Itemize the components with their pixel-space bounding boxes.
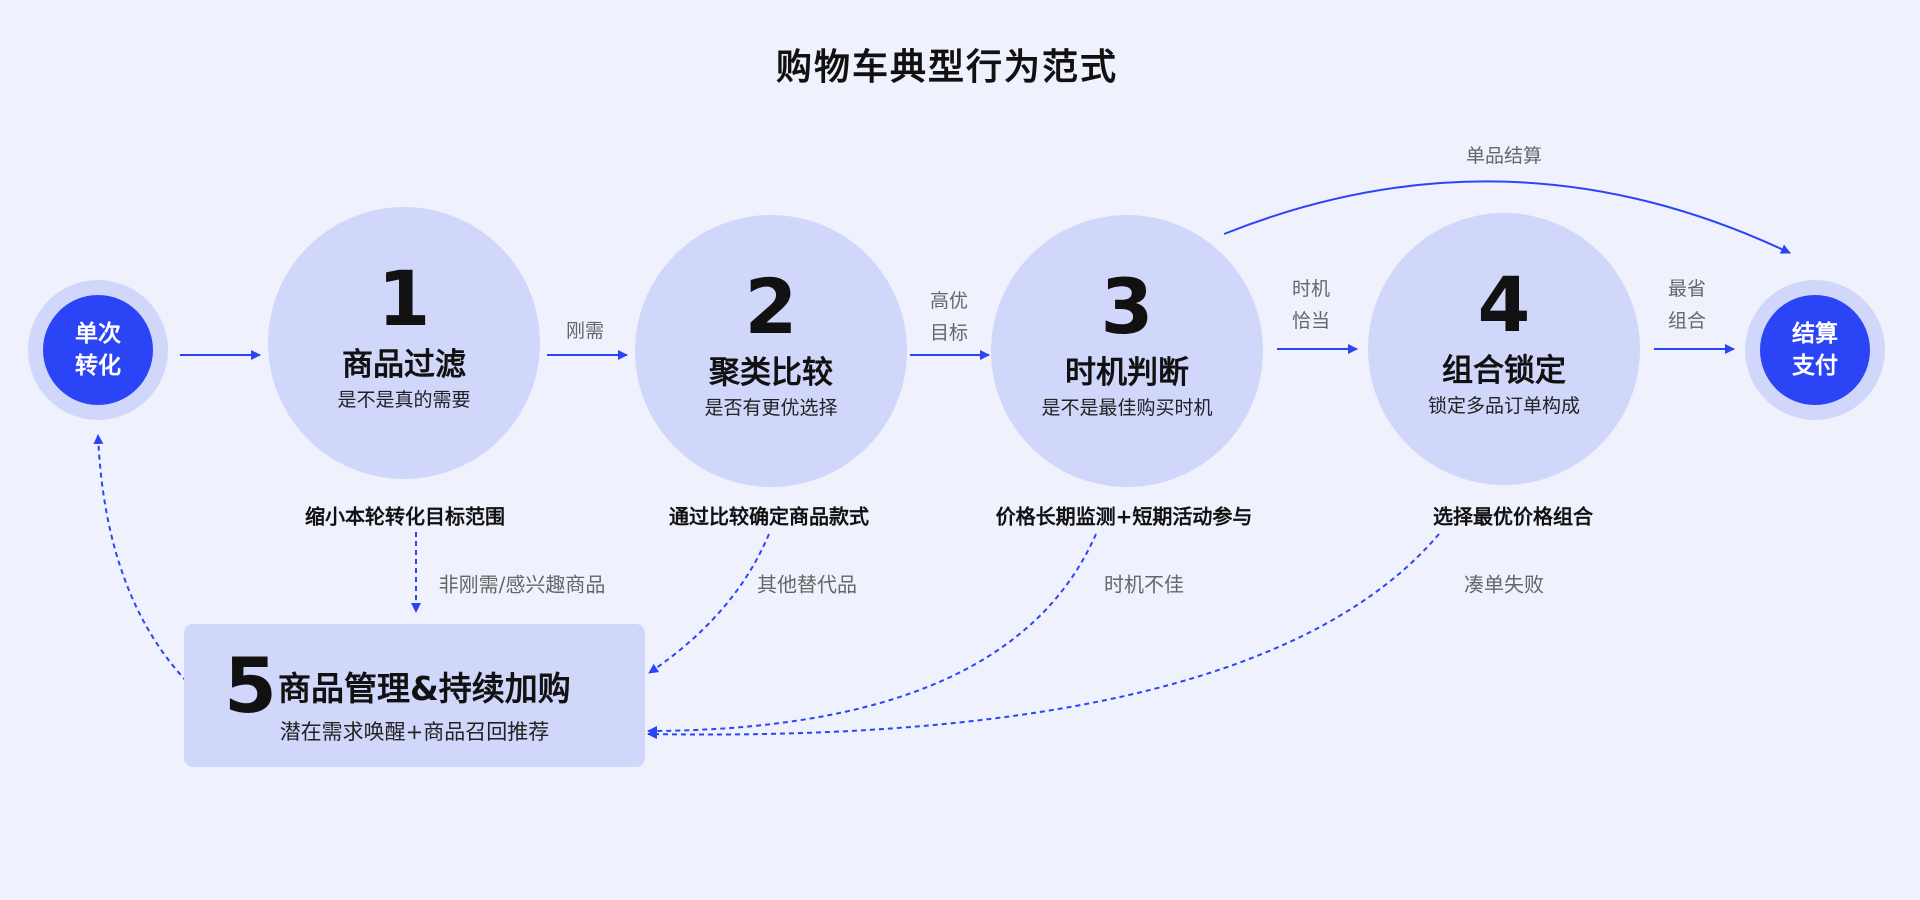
step-1-fallback: 非刚需/感兴趣商品	[438, 572, 606, 597]
step-4-node: 4 组合锁定 锁定多品订单构成	[1368, 213, 1640, 485]
arrow-skip-to-end	[1223, 180, 1791, 254]
step-number: 1	[377, 254, 431, 343]
start-node-line2: 转化	[75, 353, 121, 379]
step-2-node: 2 聚类比较 是否有更优选择	[635, 215, 907, 487]
step-subtitle: 是不是最佳购买时机	[1041, 397, 1213, 419]
step-title: 商品管理&持续加购	[278, 669, 571, 708]
step-number: 2	[744, 262, 798, 351]
edge-label-line: 最省	[1667, 278, 1707, 300]
step-subtitle: 是不是真的需要	[337, 389, 471, 411]
step-number: 5	[224, 641, 277, 730]
step-title: 组合锁定	[1442, 353, 1566, 389]
step-number: 4	[1477, 260, 1531, 349]
step-3-fallback: 时机不佳	[1104, 572, 1184, 597]
step-2-fallback: 其他替代品	[757, 572, 857, 597]
step-number: 3	[1100, 262, 1154, 351]
end-node: 结算支付	[1745, 280, 1885, 420]
step-5-box: 5 商品管理&持续加购 潜在需求唤醒+商品召回推荐	[184, 624, 645, 767]
step-4-fallback: 凑单失败	[1464, 572, 1544, 597]
step-1-outcome: 缩小本轮转化目标范围	[305, 504, 505, 529]
step-title: 商品过滤	[342, 347, 466, 383]
step-3-node: 3 时机判断 是不是最佳购买时机	[991, 215, 1263, 487]
edge-label-line: 目标	[929, 322, 969, 344]
start-node: 单次转化	[28, 280, 168, 420]
step-3-outcome: 价格长期监测+短期活动参与	[995, 504, 1253, 529]
edge-label-skip: 单品结算	[1465, 145, 1543, 167]
end-node-line2: 支付	[1792, 353, 1838, 379]
edge-label-2-3: 高优目标	[930, 285, 968, 349]
step-title: 聚类比较	[709, 355, 833, 391]
dash-2-to-5	[648, 533, 770, 674]
dash-5-to-start	[93, 434, 194, 689]
dash-4-to-5	[647, 533, 1440, 740]
edge-label-1-2: 刚需	[565, 320, 605, 342]
edge-label-line: 高优	[929, 290, 969, 312]
edge-label-line: 恰当	[1291, 310, 1331, 332]
step-subtitle: 是否有更优选择	[704, 397, 838, 419]
dash-3-to-5	[647, 533, 1097, 736]
edge-label-3-4: 时机恰当	[1292, 273, 1330, 337]
end-node-line1: 结算	[1792, 321, 1838, 347]
step-subtitle: 锁定多品订单构成	[1427, 395, 1580, 417]
page-title: 购物车典型行为范式	[775, 47, 1119, 88]
edge-label-4-end: 最省组合	[1668, 273, 1706, 337]
step-subtitle: 潜在需求唤醒+商品召回推荐	[279, 720, 550, 744]
edge-label-line: 时机	[1291, 278, 1331, 300]
start-node-line1: 单次	[75, 321, 121, 347]
step-4-outcome: 选择最优价格组合	[1433, 504, 1593, 529]
step-2-outcome: 通过比较确定商品款式	[669, 504, 869, 529]
step-1-node: 1 商品过滤 是不是真的需要	[268, 207, 540, 479]
step-title: 时机判断	[1065, 355, 1189, 391]
edge-label-line: 组合	[1667, 310, 1707, 332]
